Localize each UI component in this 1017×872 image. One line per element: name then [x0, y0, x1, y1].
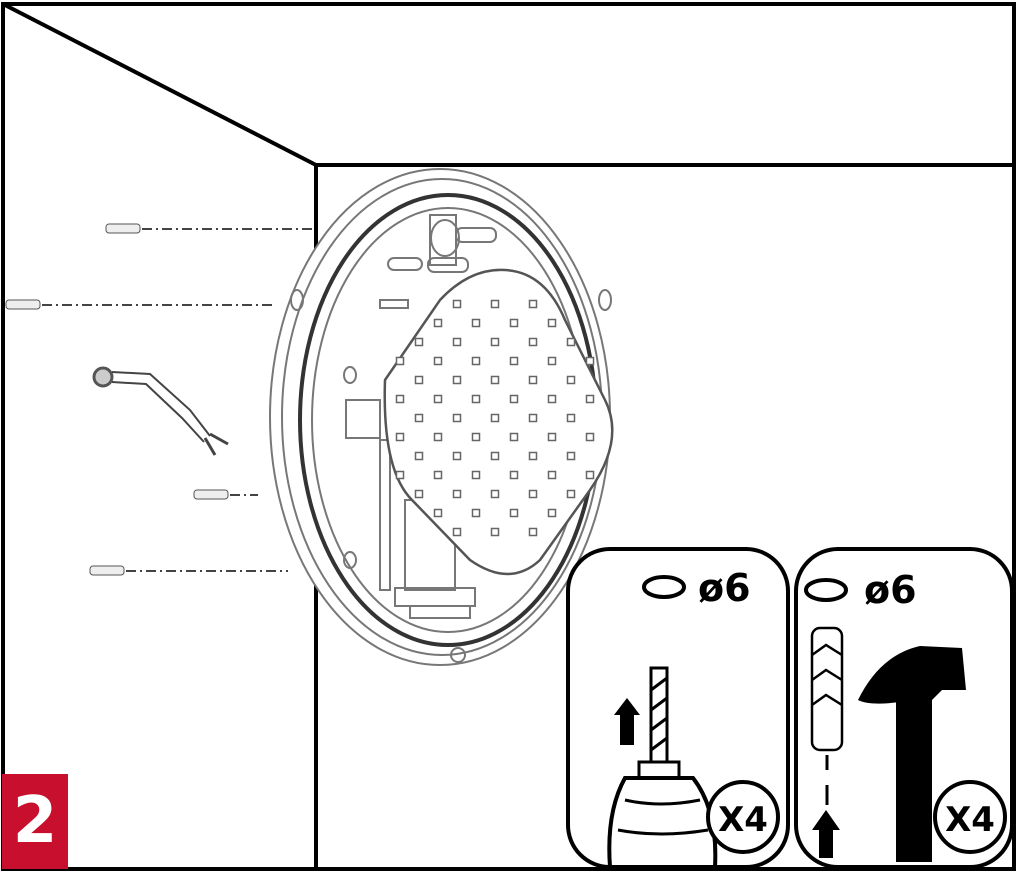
led-dot [414, 489, 424, 499]
drill-count-label: X4 [718, 800, 768, 840]
led-dot [395, 432, 405, 442]
led-dot [528, 451, 538, 461]
led-dot [547, 470, 557, 480]
led-dot [452, 299, 462, 309]
led-dot [471, 432, 481, 442]
anchor-diameter-label: ø6 [864, 568, 917, 612]
led-dot [490, 527, 500, 537]
led-dot [528, 375, 538, 385]
led-dot [547, 432, 557, 442]
led-dot [452, 527, 462, 537]
led-dot [471, 356, 481, 366]
wall-plug-icon [810, 626, 844, 805]
led-dot [414, 413, 424, 423]
led-dot [490, 299, 500, 309]
led-dot [433, 432, 443, 442]
led-dot [528, 413, 538, 423]
led-dot [566, 337, 576, 347]
led-dot [585, 394, 595, 404]
led-dot [566, 413, 576, 423]
led-grid [395, 299, 595, 537]
led-dot [490, 375, 500, 385]
up-arrow-icon-2 [812, 810, 840, 858]
led-dot [490, 337, 500, 347]
hole-diameter-icon-2 [804, 578, 848, 602]
hole-diameter-icon [642, 575, 686, 599]
led-dot [414, 451, 424, 461]
led-dot [528, 337, 538, 347]
led-dot [509, 432, 519, 442]
led-dot [452, 489, 462, 499]
led-dot [452, 375, 462, 385]
led-dot [509, 508, 519, 518]
led-dot [585, 356, 595, 366]
led-dot [547, 508, 557, 518]
light-fixture [269, 168, 614, 666]
drill-panel: ø6 X4 [566, 547, 790, 869]
led-dot [433, 470, 443, 480]
led-dot [452, 337, 462, 347]
count-badge [706, 780, 780, 854]
led-dot [566, 451, 576, 461]
hammer-icon [858, 646, 966, 862]
led-dot [414, 337, 424, 347]
led-dot [452, 413, 462, 423]
led-dot [471, 318, 481, 328]
wall-screws [5, 223, 312, 576]
led-dot [509, 318, 519, 328]
led-dot [490, 489, 500, 499]
led-dot [414, 375, 424, 385]
led-dot [433, 508, 443, 518]
led-dot [585, 470, 595, 480]
drill-diameter-label: ø6 [698, 566, 751, 610]
led-dot [452, 451, 462, 461]
led-dot [528, 527, 538, 537]
led-dot [585, 432, 595, 442]
led-dot [547, 318, 557, 328]
led-dot [433, 356, 443, 366]
led-dot [395, 470, 405, 480]
screw-1 [105, 223, 312, 234]
led-dot [509, 394, 519, 404]
led-dot [566, 375, 576, 385]
led-dot [528, 489, 538, 499]
led-dot [490, 413, 500, 423]
up-arrow-icon [614, 698, 640, 745]
led-dot [547, 356, 557, 366]
led-dot [471, 508, 481, 518]
drill-icon [607, 666, 718, 869]
step-number-badge: 2 [2, 774, 68, 869]
led-dot [433, 394, 443, 404]
anchor-panel: ø6 X4 [794, 547, 1014, 869]
led-dot [547, 394, 557, 404]
led-dot [395, 356, 405, 366]
count-badge-2 [933, 780, 1007, 854]
screw-4 [89, 565, 288, 576]
led-dot [471, 470, 481, 480]
led-dot [509, 470, 519, 480]
screw-2 [5, 299, 272, 310]
led-dot [433, 318, 443, 328]
led-dot [528, 299, 538, 309]
led-dot [395, 394, 405, 404]
led-dot [566, 489, 576, 499]
led-dot [509, 356, 519, 366]
anchor-count-label: X4 [945, 800, 995, 840]
led-dot [471, 394, 481, 404]
screw-3 [193, 489, 258, 500]
power-cable [92, 366, 229, 456]
led-dot [490, 451, 500, 461]
